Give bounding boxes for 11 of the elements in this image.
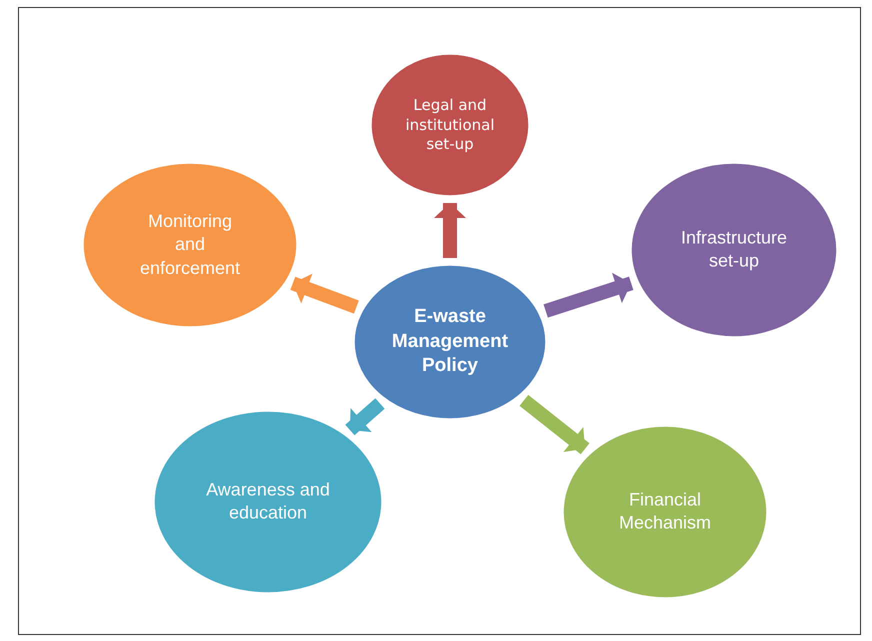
topic-label: Financial Mechanism bbox=[618, 488, 712, 535]
block-arrow bbox=[345, 398, 385, 436]
block-arrow bbox=[520, 394, 590, 454]
topic-label: Awareness and education bbox=[205, 478, 331, 525]
block-arrow bbox=[544, 272, 634, 318]
topic-label: Monitoring and enforcement bbox=[138, 210, 242, 280]
topic-label: E-waste Management Policy bbox=[390, 304, 510, 378]
topic-label: Infrastructure set-up bbox=[680, 226, 788, 273]
block-arrow bbox=[434, 203, 466, 258]
topic-label: Legal and institutional set-up bbox=[404, 96, 496, 154]
block-arrow bbox=[290, 274, 359, 314]
